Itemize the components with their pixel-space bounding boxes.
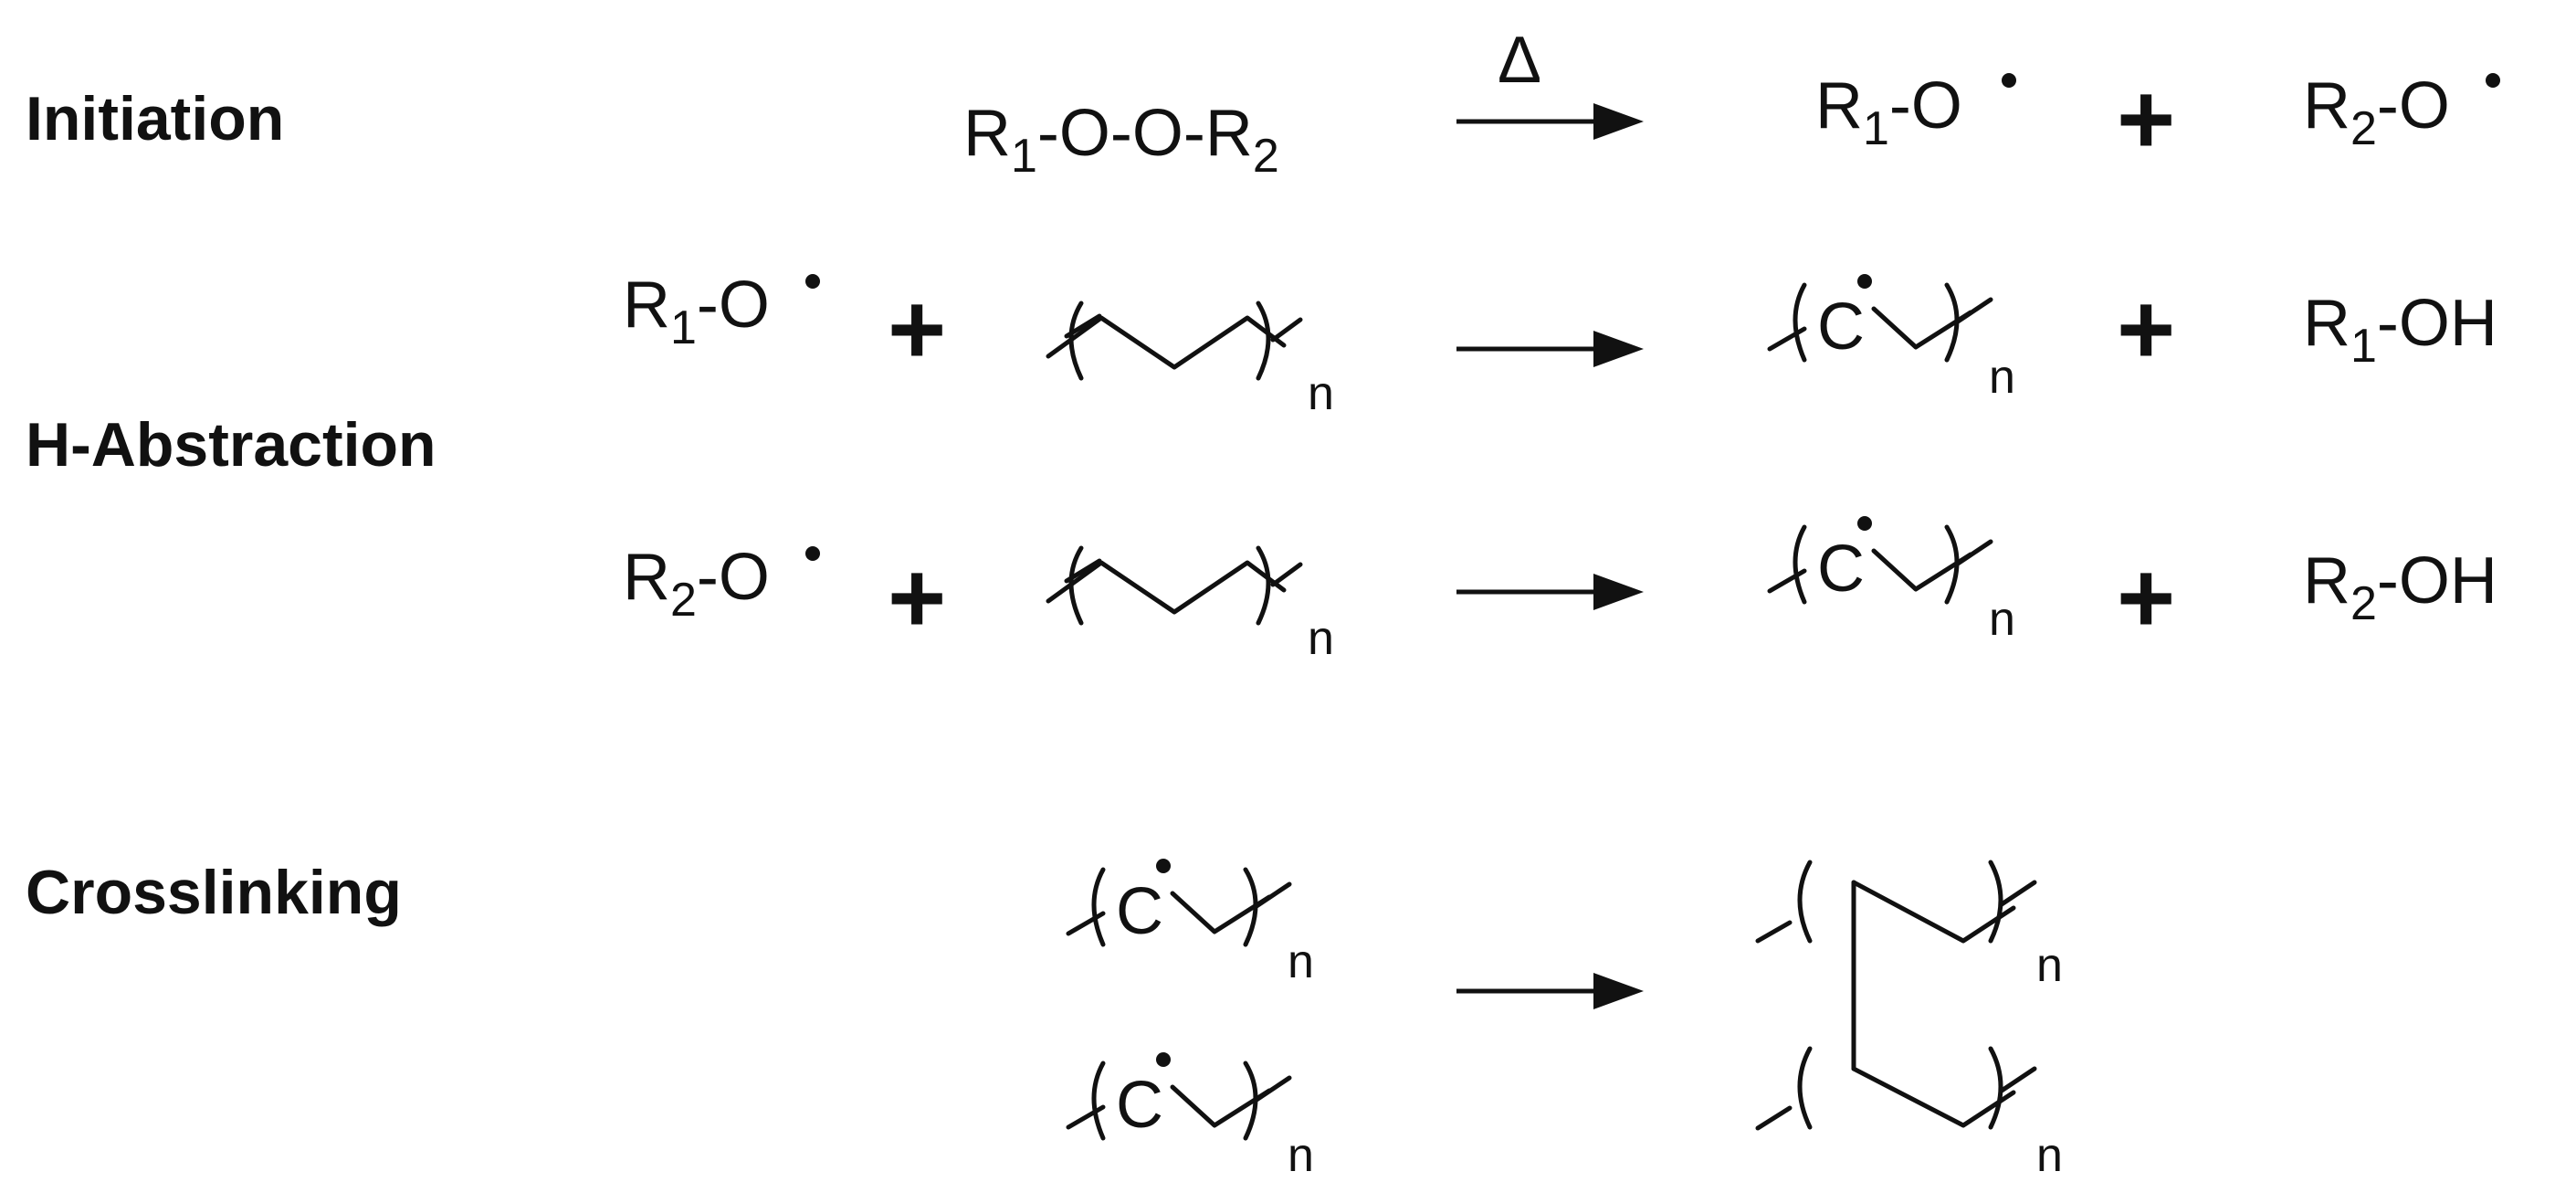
polyethylene-macroradical: C n: [1770, 274, 2015, 404]
svg-text:R2-O: R2-O: [623, 541, 770, 627]
alcohol-r2-byproduct: R2-OH: [2303, 544, 2497, 630]
plus-sign: +: [888, 273, 946, 385]
reaction-arrow: [1456, 973, 1644, 1009]
svg-text:n: n: [1288, 1129, 1314, 1182]
svg-text:R1-OH: R1-OH: [2303, 287, 2497, 373]
svg-text:n: n: [2036, 939, 2063, 992]
svg-text:n: n: [1308, 612, 1334, 665]
alkoxy-radical-r1-reactant: R1-O: [623, 269, 820, 354]
svg-text:R2-O: R2-O: [2303, 69, 2450, 155]
svg-text:n: n: [1989, 351, 2015, 404]
plus-sign: +: [2117, 273, 2175, 385]
svg-text:R1-O: R1-O: [1815, 69, 1962, 155]
stage-label-crosslinking: Crosslinking: [26, 858, 402, 927]
peroxide-initiator: R1-O-O-R2: [963, 97, 1279, 183]
alcohol-r1-byproduct: R1-OH: [2303, 287, 2497, 373]
reaction-arrow: [1456, 331, 1644, 367]
svg-text:C: C: [1817, 290, 1865, 364]
svg-text:n: n: [1288, 935, 1314, 988]
plus-sign: +: [888, 542, 946, 654]
alkoxy-radical-r2-product: R2-O: [2303, 69, 2500, 155]
plus-sign: +: [2117, 63, 2175, 175]
svg-text:n: n: [1989, 593, 2015, 646]
svg-text:R1-O-O-R2: R1-O-O-R2: [963, 97, 1279, 183]
polyethylene-chain: n: [1048, 303, 1334, 420]
polyethylene-chain: n: [1048, 548, 1334, 665]
svg-text:C: C: [1116, 1069, 1163, 1142]
stage-label-initiation: Initiation: [26, 84, 284, 153]
svg-text:R1-O: R1-O: [623, 269, 770, 354]
polyethylene-macroradical: C n: [1068, 859, 1314, 988]
heat-reaction-arrow: Δ: [1456, 24, 1644, 140]
svg-text:C: C: [1116, 875, 1163, 948]
svg-text:C: C: [1817, 533, 1865, 606]
svg-text:R2-OH: R2-OH: [2303, 544, 2497, 630]
svg-text:n: n: [2036, 1129, 2063, 1182]
reaction-arrow: [1456, 574, 1644, 610]
alkoxy-radical-r2-reactant: R2-O: [623, 541, 820, 627]
alkoxy-radical-r1-product: R1-O: [1815, 69, 2016, 155]
crosslinked-polyethylene: n n: [1755, 860, 2063, 1182]
plus-sign: +: [2117, 542, 2175, 654]
polyethylene-macroradical: C n: [1770, 516, 2015, 646]
polyethylene-macroradical: C n: [1068, 1052, 1314, 1182]
svg-text:n: n: [1308, 367, 1334, 420]
heat-symbol: Δ: [1498, 24, 1541, 97]
stage-label-h-abstraction: H-Abstraction: [26, 410, 436, 480]
